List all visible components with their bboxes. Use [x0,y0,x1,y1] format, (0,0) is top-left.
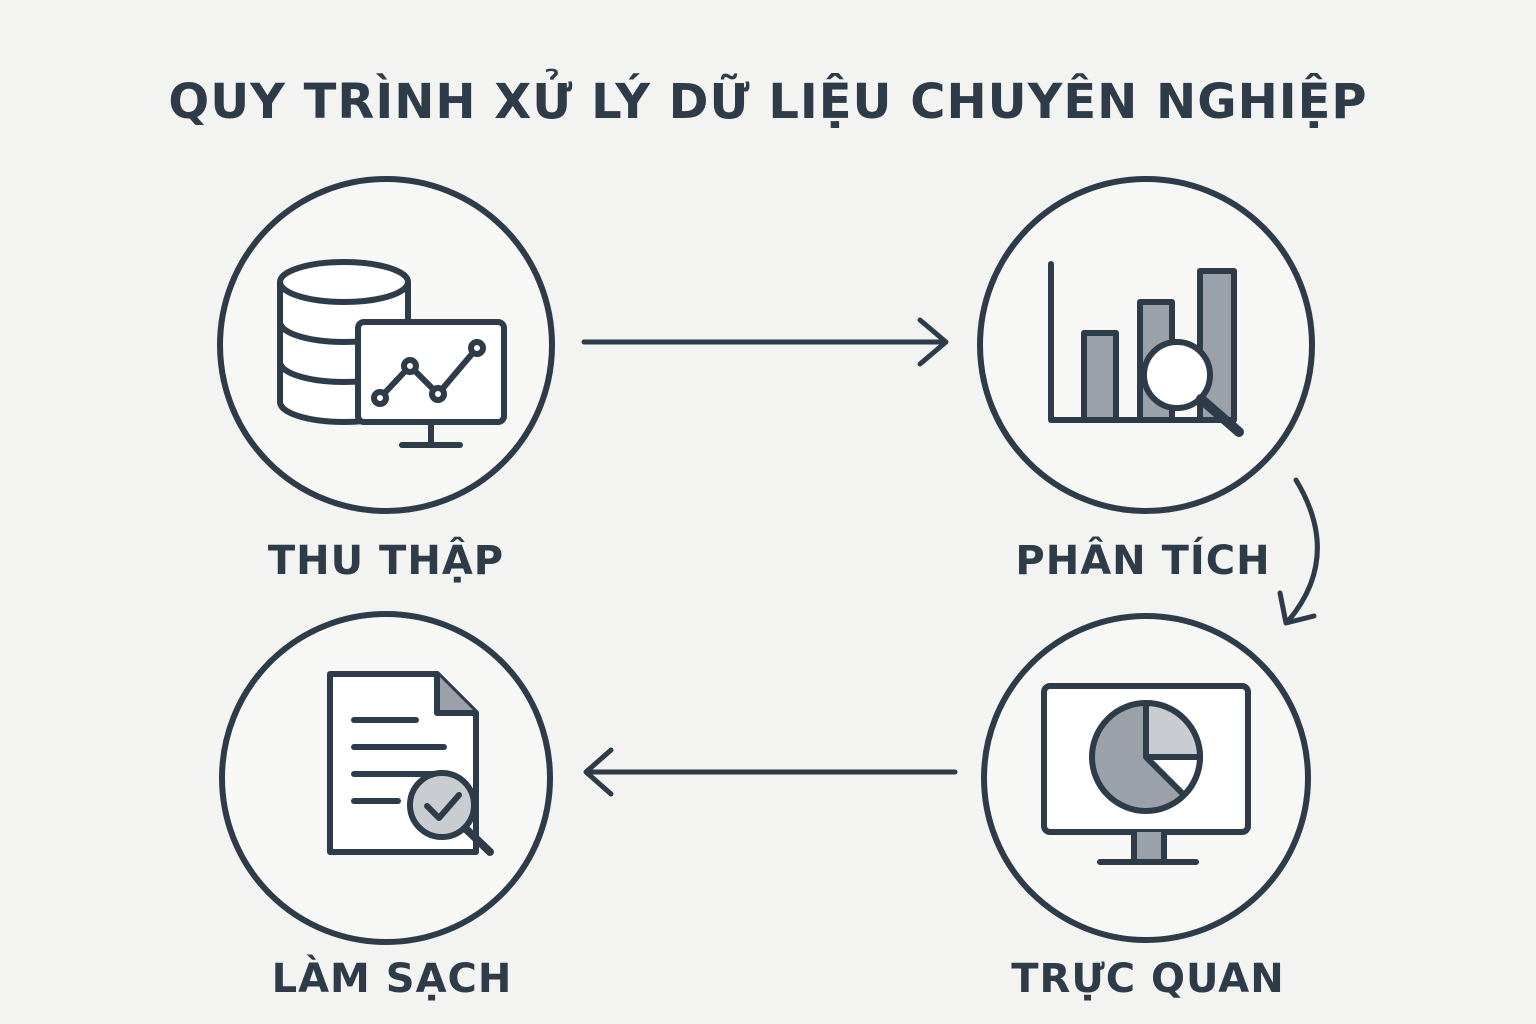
step-collect: THU THẬP [217,176,555,584]
step-analyze: PHÂN TÍCH [977,176,1315,584]
arrow-visualize-to-clean [583,747,958,797]
step-visualize: TRỰC QUAN [981,613,1311,1002]
monitor-pie-chart-icon [1041,683,1251,865]
step-visualize-label: TRỰC QUAN [1011,956,1284,1002]
step-analyze-label: PHÂN TÍCH [1015,536,1270,584]
step-clean-label: LÀM SẠCH [272,954,513,1002]
bar-chart-magnifier-icon [1048,261,1244,437]
document-check-icon [327,671,494,856]
step-clean: LÀM SẠCH [219,611,553,1002]
arrow-collect-to-analyze [581,317,949,367]
database-monitor-icon [277,259,507,448]
arrow-analyze-to-visualize [1277,477,1320,626]
step-collect-label: THU THẬP [268,536,504,584]
diagram-title: QUY TRÌNH XỬ LÝ DỮ LIỆU CHUYÊN NGHIỆP [168,68,1367,130]
